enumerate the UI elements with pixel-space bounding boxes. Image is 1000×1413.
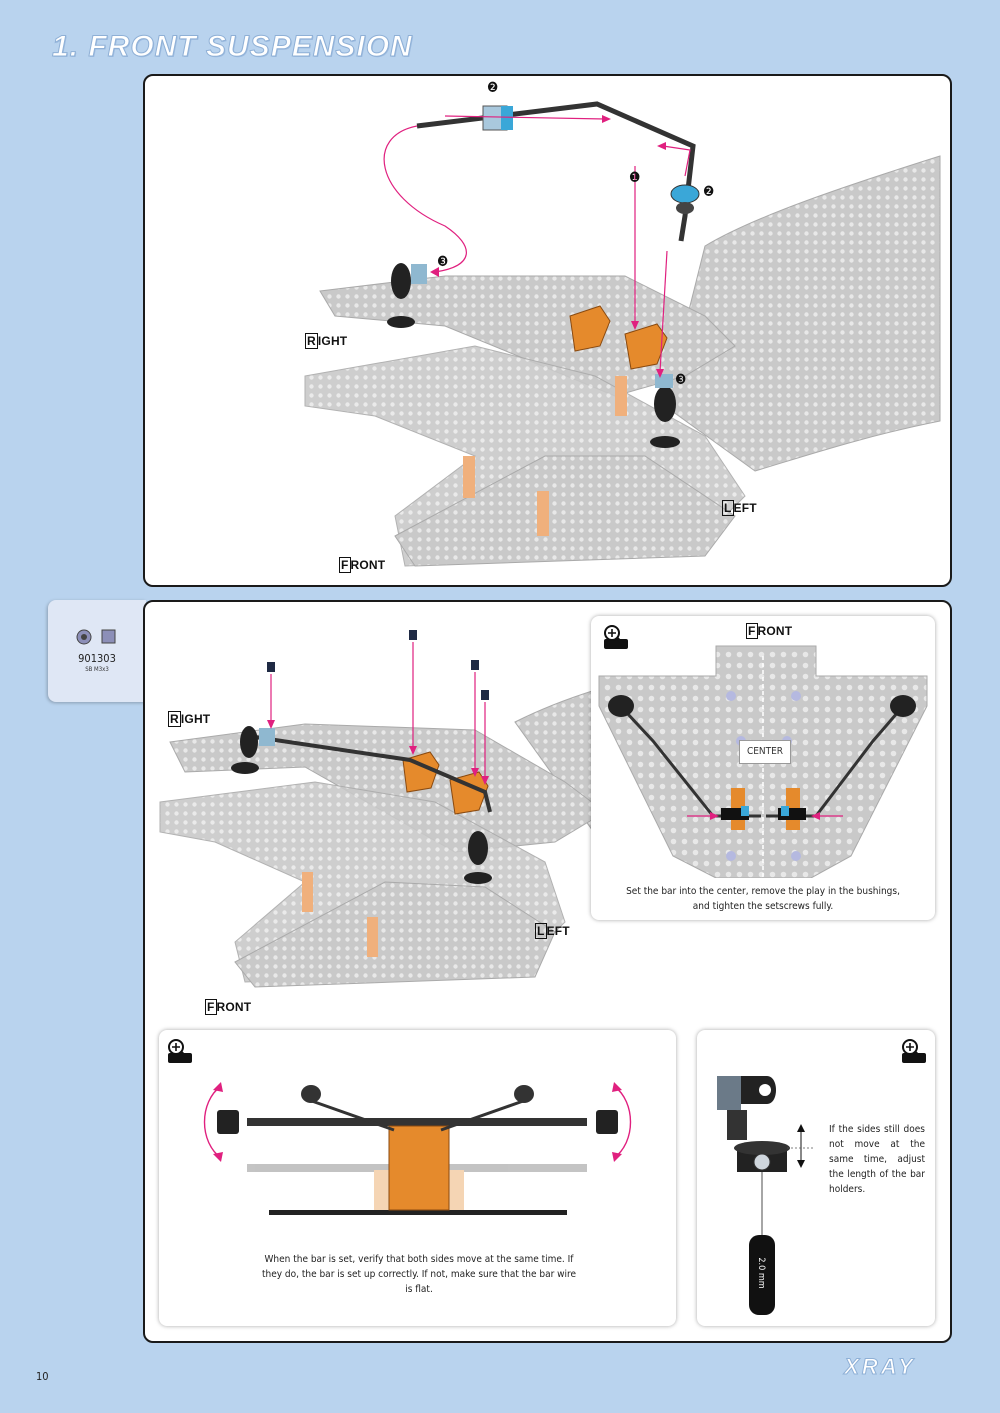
callout-3-right: ❸ [437,254,449,270]
anti-roll-bar [416,101,696,242]
set-screws [267,630,489,700]
chassis-plate [664,155,941,472]
label-right: RIGHT [307,334,348,348]
ball-end-right [387,263,427,328]
detail-front-label: FRONT [748,624,793,638]
tool-label: 2.0 mm [756,1257,766,1289]
detail-holder-caption: If the sides still does not move at the … [829,1124,925,1195]
step1-illustration [304,101,941,567]
ball-end-right [231,726,275,774]
detail-center-caption: Set the bar into the center, remove the … [626,886,900,912]
label-front: FRONT [207,1000,252,1014]
callout-2-top: ❷ [487,80,499,96]
center-label: CENTER [739,740,791,764]
label-left: LEFT [724,501,757,515]
label-front: FRONT [341,558,386,572]
detail-magnify-icon [168,1039,192,1063]
parts-box: 901303 SB M3x3 [48,600,146,702]
bar-holder-left [624,323,668,370]
bushing-top [482,105,513,131]
ball-end-left [650,374,680,448]
detail-magnify-icon [604,625,628,649]
callout-1: ❶ [629,170,641,186]
part-code: 901303 [78,652,116,665]
step2-illustration [159,630,746,988]
detail-holder-box: 2.0 mm If the sides still does not move … [697,1030,935,1326]
detail-sides-box: When the bar is set, verify that both si… [159,1030,676,1326]
page-number: 10 [36,1370,49,1383]
step1-panel: RIGHT LEFT FRONT ❶ ❷ ❷ ❸ ❸ [143,74,952,587]
label-left: LEFT [537,924,570,938]
detail-sides-caption: When the bar is set, verify that both si… [261,1254,577,1295]
label-right: RIGHT [170,712,211,726]
brand-logo: XRAY [844,1354,916,1380]
set-screw-icon [76,629,116,645]
anti-roll-bar [254,735,492,813]
callout-3-left: ❸ [675,372,687,388]
front-arm [394,455,736,567]
detail-magnify-icon [902,1039,926,1063]
part-description: SB M3x3 [85,666,109,673]
bar-holder-right [569,305,611,352]
detail-center-box: FRONT CENTER Set the bar into the center… [591,616,935,920]
detail-sides-illustration [203,1082,632,1215]
step2-panel: RIGHT LEFT FRONT [143,600,952,1343]
section-title: 1. FRONT SUSPENSION [52,30,413,64]
ball-end-left [464,831,492,884]
detail-holder-illustration [717,1076,813,1315]
bushing-side [670,184,700,214]
callout-2-side: ❷ [703,184,715,200]
